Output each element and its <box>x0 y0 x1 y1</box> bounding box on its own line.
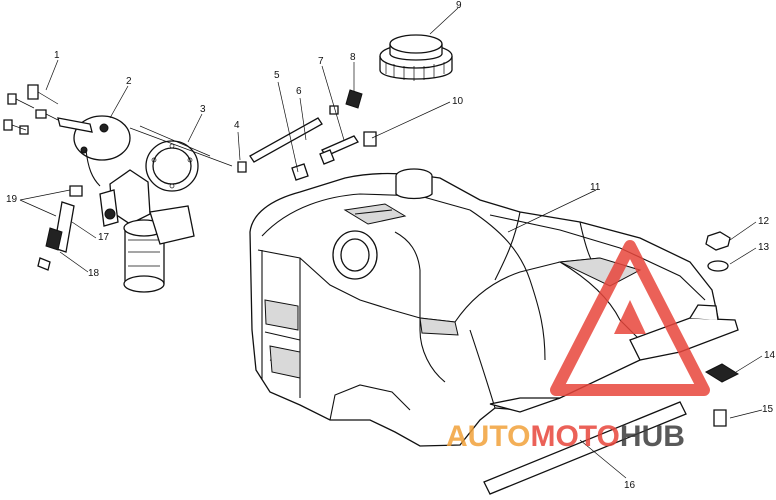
part-label-5: 5 <box>274 70 280 81</box>
part-label-10: 10 <box>452 96 464 107</box>
mount-bracket <box>704 363 740 383</box>
tank-fitting <box>363 131 377 147</box>
part-label-14: 14 <box>764 350 776 361</box>
vent-valve <box>329 89 363 115</box>
part-label-18: 18 <box>88 268 100 279</box>
part-label-9: 9 <box>456 0 462 11</box>
watermark-moto: MOTO <box>530 420 619 453</box>
part-label-3: 3 <box>200 104 206 115</box>
part-label-1: 1 <box>54 50 60 61</box>
part-label-7: 7 <box>318 56 324 67</box>
pump-gasket <box>145 140 199 192</box>
part-label-16: 16 <box>624 480 636 491</box>
part-label-17: 17 <box>98 232 110 243</box>
part-number-labels: 1 2 3 4 5 6 7 8 9 10 11 12 13 14 15 16 1… <box>6 0 776 491</box>
small-fitting <box>237 161 247 173</box>
part-label-8: 8 <box>350 52 356 63</box>
part-label-12: 12 <box>758 216 770 227</box>
watermark-hub: HUB <box>620 420 685 453</box>
hose-clamp-parts <box>37 185 83 271</box>
automotohub-watermark: AUTOMOTOHUB <box>446 240 710 453</box>
washer <box>707 260 729 272</box>
watermark-auto: AUTO <box>446 420 530 453</box>
mount-bolt <box>713 409 727 427</box>
leader-lines <box>19 7 763 479</box>
hex-nut <box>705 231 731 251</box>
part-label-6: 6 <box>296 86 302 97</box>
part-label-19: 19 <box>6 194 18 205</box>
part-label-11: 11 <box>590 182 601 193</box>
part-label-2: 2 <box>126 76 132 87</box>
tank-strap <box>483 401 687 495</box>
svg-text:AUTOMOTOHUB: AUTOMOTOHUB <box>446 420 685 453</box>
fuel-pump-assembly <box>57 115 195 293</box>
part-label-15: 15 <box>762 404 774 415</box>
fuel-tank <box>249 168 739 447</box>
screws <box>3 84 59 135</box>
part-label-4: 4 <box>234 120 240 131</box>
fuel-hoses <box>249 117 359 181</box>
part-label-13: 13 <box>758 242 770 253</box>
fuel-cap <box>379 34 453 81</box>
